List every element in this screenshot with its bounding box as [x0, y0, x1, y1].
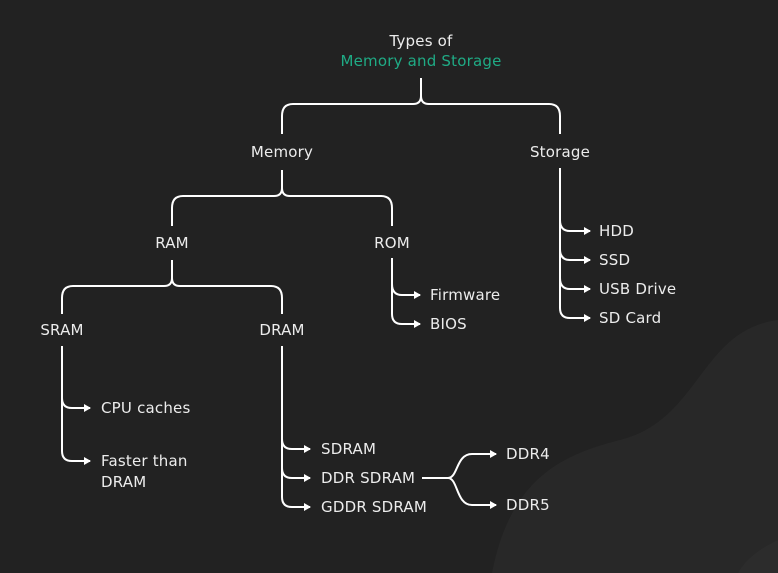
- storage-branch-hdd: [559, 219, 591, 235]
- node-sram: SRAM: [40, 321, 84, 339]
- node-memory: Memory: [250, 143, 314, 161]
- node-rom: ROM: [374, 234, 410, 252]
- ddr-fork-ddr4: [422, 450, 497, 479]
- leaf-bios: BIOS: [430, 315, 467, 333]
- node-dram: DRAM: [259, 321, 305, 339]
- leaf-ssd: SSD: [599, 251, 631, 269]
- brace-ram: [61, 260, 283, 314]
- leaf-firmware: Firmware: [430, 286, 501, 304]
- rom-branch-firmware: [391, 283, 421, 299]
- title-line1: Types of: [389, 32, 453, 50]
- leaf-faster-than-dram: DRAM: [101, 473, 147, 491]
- brace-root: [281, 78, 561, 134]
- dram-branch-sdram: [281, 438, 311, 453]
- storage-branch-usb: [559, 277, 591, 293]
- leaf-usb-drive: USB Drive: [599, 280, 677, 298]
- sram-branch-cpu: [61, 397, 91, 412]
- leaf-hdd: HDD: [599, 222, 634, 240]
- leaf-sd-card: SD Card: [599, 309, 662, 327]
- sram-trunk: [61, 346, 91, 465]
- storage-trunk: [559, 168, 591, 322]
- leaf-faster-than: Faster than: [101, 452, 188, 470]
- rom-trunk: [391, 258, 421, 328]
- node-storage: Storage: [529, 143, 591, 161]
- dram-branch-ddr: [281, 467, 311, 482]
- leaf-sdram: SDRAM: [321, 440, 377, 458]
- leaf-ddr4: DDR4: [506, 445, 550, 463]
- dram-trunk: [281, 346, 311, 511]
- leaf-ddr-sdram: DDR SDRAM: [321, 469, 416, 487]
- ddr-fork-ddr5: [447, 477, 497, 509]
- leaf-gddr-sdram: GDDR SDRAM: [321, 498, 428, 516]
- storage-branch-ssd: [559, 248, 591, 264]
- leaf-ddr5: DDR5: [506, 496, 550, 514]
- brace-memory: [171, 170, 393, 226]
- title-line2: Memory and Storage: [340, 52, 502, 70]
- leaf-cpu-caches: CPU caches: [101, 399, 191, 417]
- node-ram: RAM: [155, 234, 189, 252]
